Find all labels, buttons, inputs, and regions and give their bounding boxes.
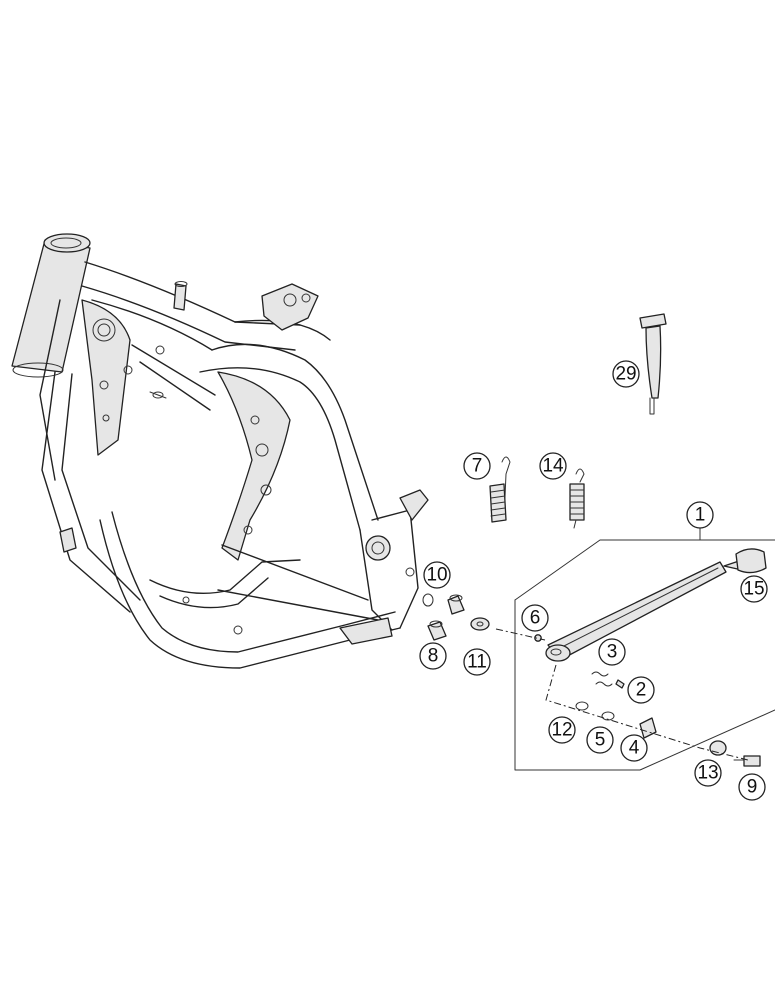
side-stand-drawing [495,529,775,771]
callout-7: 7 [463,452,491,480]
callout-9-label: 9 [747,777,758,798]
callout-29-label: 29 [615,364,636,385]
spring-14-drawing [569,468,585,529]
callout-6: 6 [521,604,549,632]
callout-3: 3 [598,638,626,666]
callout-14-label: 14 [542,456,564,477]
callout-4: 4 [620,734,648,762]
callout-3-label: 3 [607,642,618,663]
callout-14: 14 [539,452,567,480]
callout-10-label: 10 [426,565,447,586]
callout-1: 1 [686,501,714,529]
callout-9: 9 [738,773,766,801]
callout-12: 12 [548,716,576,744]
spring-7-drawing [489,456,511,523]
callout-1-label: 1 [695,505,706,526]
frame-fasteners-drawing [422,593,490,641]
callout-8-label: 8 [428,646,439,667]
callout-5: 5 [586,726,614,754]
callout-2: 2 [627,676,655,704]
callout-7-label: 7 [472,456,483,477]
callout-4-label: 4 [629,738,640,759]
callout-11: 11 [463,648,491,676]
callout-8: 8 [419,642,447,670]
callout-12-label: 12 [551,720,572,741]
callout-11-label: 11 [467,652,487,673]
callout-13-label: 13 [697,763,718,784]
callout-2-label: 2 [636,680,647,701]
callout-5-label: 5 [595,730,606,751]
callout-15: 15 [740,575,768,603]
spring-hook-tool-drawing [639,313,667,415]
callout-15-label: 15 [743,579,764,600]
frame-drawing [11,233,429,669]
callout-29: 29 [612,360,640,388]
callout-10: 10 [423,561,451,589]
callout-6-label: 6 [530,608,541,629]
callout-13: 13 [694,759,722,787]
